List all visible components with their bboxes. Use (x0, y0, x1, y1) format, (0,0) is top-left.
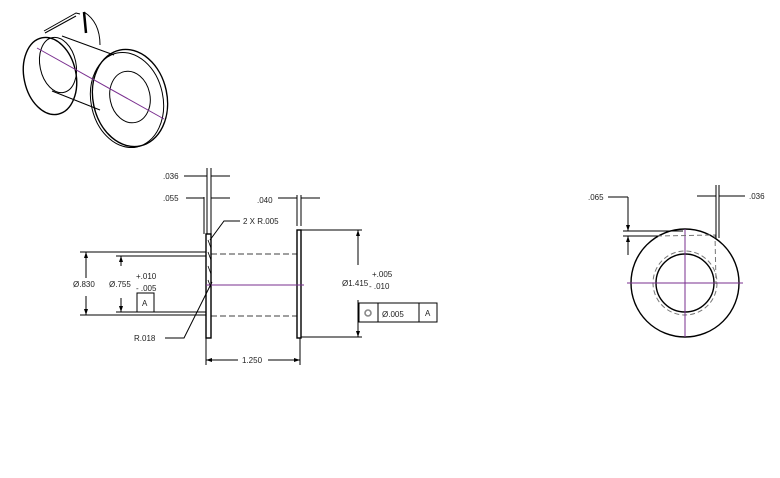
dim-slot-width: .036 (749, 192, 765, 201)
dim-fillet-radius: R.018 (134, 334, 156, 343)
dim-slot-depth: .065 (588, 193, 604, 202)
dim-bore-diameter: Ø.755 (109, 280, 131, 289)
dim-length: 1.250 (242, 356, 263, 365)
left-flange (205, 233, 212, 339)
dim-flange-diameter: Ø1.415 (342, 279, 369, 288)
dim-flange-tol-minus: - .010 (369, 282, 390, 291)
dim-flange-thickness-right: .040 (257, 196, 273, 205)
right-flange (296, 229, 302, 339)
datum-a-label: A (142, 299, 148, 308)
dim-bore-tol-minus: - .005 (136, 284, 157, 293)
dim-bore-tol-plus: +.010 (136, 272, 157, 281)
fcf-tolerance: Ø.005 (382, 310, 404, 319)
side-view (80, 168, 438, 365)
end-view (608, 185, 745, 338)
dim-inner-diameter: Ø.830 (73, 280, 95, 289)
fcf-datum: A (425, 309, 431, 318)
dim-flange-tol-plus: +.005 (372, 270, 393, 279)
dim-edge-radius: 2 X R.005 (243, 217, 279, 226)
dim-flange-thickness-left: .036 (163, 172, 179, 181)
isometric-view (22, 11, 169, 149)
dim-flange-gap: .055 (163, 194, 179, 203)
